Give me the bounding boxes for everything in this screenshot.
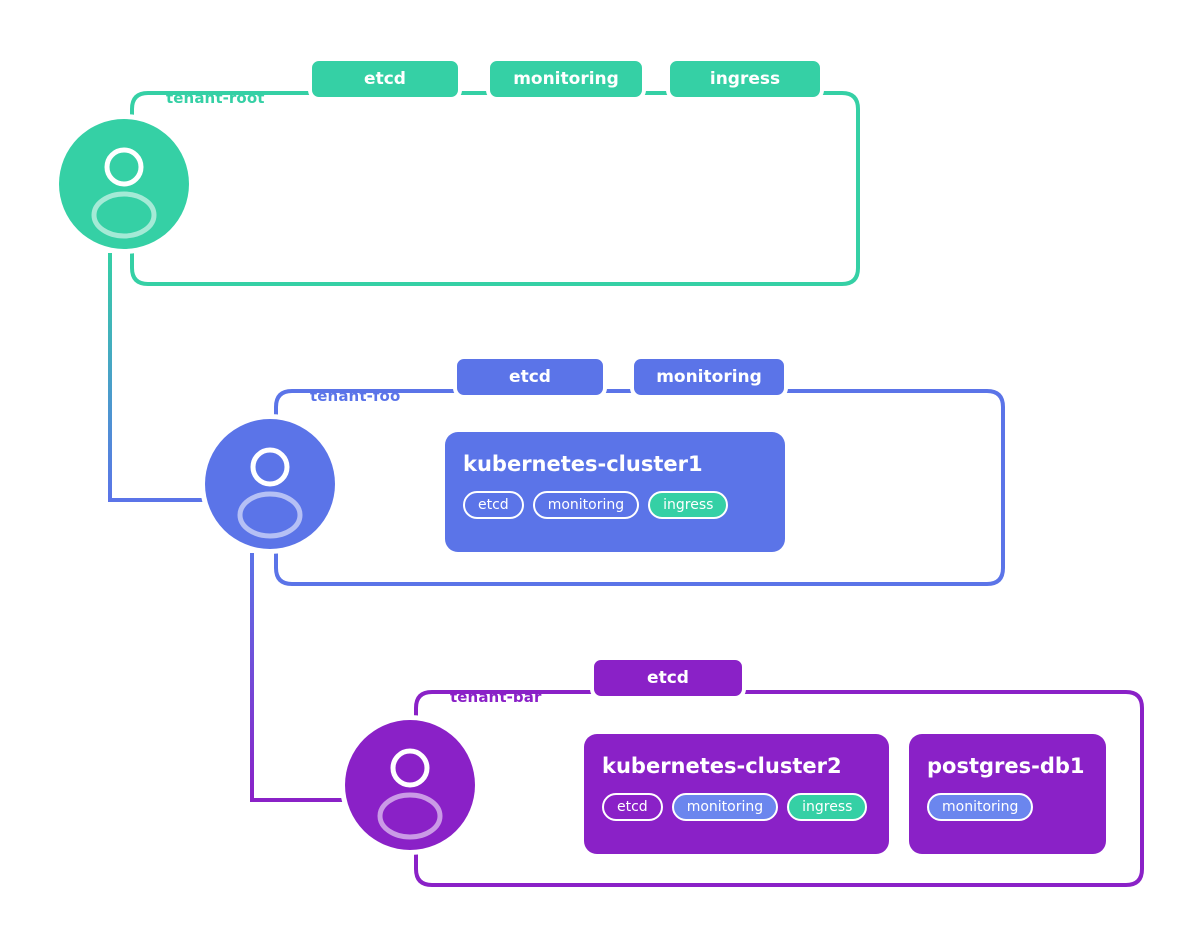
card-chip-list: etcd monitoring ingress <box>602 793 871 821</box>
user-icon <box>200 414 340 554</box>
chip-label: monitoring <box>656 367 762 387</box>
tenant-foo-chip-etcd[interactable]: etcd <box>453 355 607 399</box>
card-chip-monitoring[interactable]: monitoring <box>927 793 1034 821</box>
resource-card-kubernetes-cluster1[interactable]: kubernetes-cluster1 etcd monitoring ingr… <box>445 432 785 552</box>
chip-label: etcd <box>647 668 689 688</box>
tenant-foo-avatar[interactable] <box>196 410 344 558</box>
card-title: kubernetes-cluster1 <box>463 452 703 476</box>
card-chip-monitoring[interactable]: monitoring <box>671 793 779 821</box>
tenant-bar-chip-etcd[interactable]: etcd <box>590 656 746 700</box>
tenant-bar-avatar[interactable] <box>336 711 484 859</box>
card-title: postgres-db1 <box>927 754 1085 778</box>
card-chip-ingress[interactable]: ingress <box>787 793 868 821</box>
tenant-root-border <box>130 91 860 286</box>
card-chip-list: etcd monitoring ingress <box>463 491 767 519</box>
tenant-root-chip-monitoring[interactable]: monitoring <box>486 57 646 101</box>
user-icon <box>340 715 480 855</box>
tenant-bar-border <box>414 690 1144 887</box>
tenant-foo-border <box>274 389 1005 586</box>
tenant-root-chip-ingress[interactable]: ingress <box>666 57 824 101</box>
tenant-foo-chip-monitoring[interactable]: monitoring <box>630 355 788 399</box>
card-chip-list: monitoring <box>927 793 1088 821</box>
card-title: kubernetes-cluster2 <box>602 754 842 778</box>
resource-card-kubernetes-cluster2[interactable]: kubernetes-cluster2 etcd monitoring ingr… <box>584 734 889 854</box>
card-chip-monitoring[interactable]: monitoring <box>532 491 640 519</box>
card-chip-etcd[interactable]: etcd <box>602 793 663 821</box>
chip-label: monitoring <box>513 69 619 89</box>
tenant-label-foo: tenant-foo <box>310 387 401 405</box>
chip-label: etcd <box>509 367 551 387</box>
tenant-label-bar: tenant-bar <box>450 688 542 706</box>
tenant-label-root: tenant-root <box>166 89 265 107</box>
tenant-root-chip-etcd[interactable]: etcd <box>308 57 462 101</box>
user-icon <box>54 114 194 254</box>
card-chip-ingress[interactable]: ingress <box>648 491 729 519</box>
chip-label: etcd <box>364 69 406 89</box>
tenant-root-avatar[interactable] <box>50 110 198 258</box>
resource-card-postgres-db1[interactable]: postgres-db1 monitoring <box>909 734 1106 854</box>
card-chip-etcd[interactable]: etcd <box>463 491 524 519</box>
chip-label: ingress <box>709 69 781 89</box>
